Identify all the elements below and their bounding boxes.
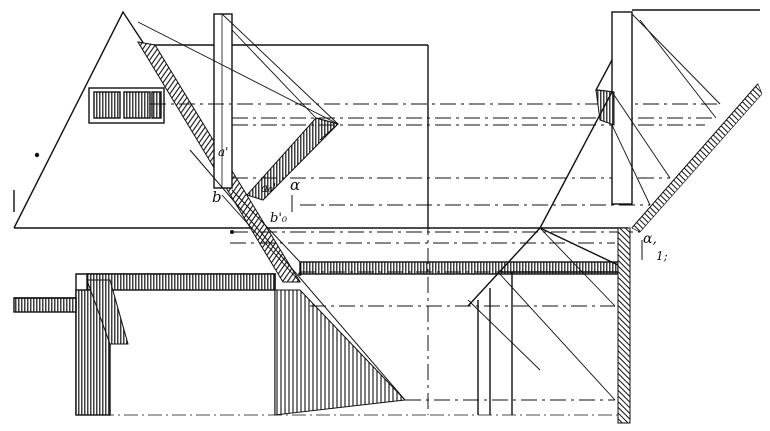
side-chimney-cap <box>594 59 613 93</box>
label-alpha-right: α, <box>643 231 657 247</box>
label-b-zero: b'₀ <box>270 211 288 226</box>
side-chimney-shadow <box>595 89 615 126</box>
diagonal-construction-2 <box>231 189 301 263</box>
chimney <box>213 13 233 189</box>
point-markers <box>34 152 302 276</box>
left-bracket-shadow <box>86 279 129 345</box>
side-wall-hatched <box>617 227 631 424</box>
side-chimney <box>611 11 633 205</box>
label-a-prime: a' <box>218 145 228 159</box>
point-marker-dormer <box>34 152 40 158</box>
diagonal-construction-1 <box>189 149 406 401</box>
dormer-pane-1 <box>93 91 121 119</box>
projection-lines <box>150 45 720 415</box>
point-marker-base <box>230 230 234 234</box>
label-b: b <box>212 188 222 206</box>
label-alpha-left: α <box>290 176 300 194</box>
dormer-pane-2 <box>123 91 151 119</box>
light-rays-left <box>137 13 339 283</box>
front-elevation <box>13 10 628 416</box>
left-lower-roof-band <box>13 297 77 313</box>
side-roof-hatch <box>631 83 763 233</box>
side-elevation <box>430 9 763 424</box>
light-rays-right <box>467 13 721 401</box>
label-one-prime: 1; <box>656 249 668 263</box>
point-marker-ledge <box>298 272 302 276</box>
side-front-roof-slope <box>539 91 613 229</box>
dormer-pane-3 <box>151 91 162 119</box>
label-a-zero: a₀' <box>261 181 276 195</box>
lower-block-top-band <box>86 273 276 291</box>
right-wall-shadow <box>274 289 407 416</box>
